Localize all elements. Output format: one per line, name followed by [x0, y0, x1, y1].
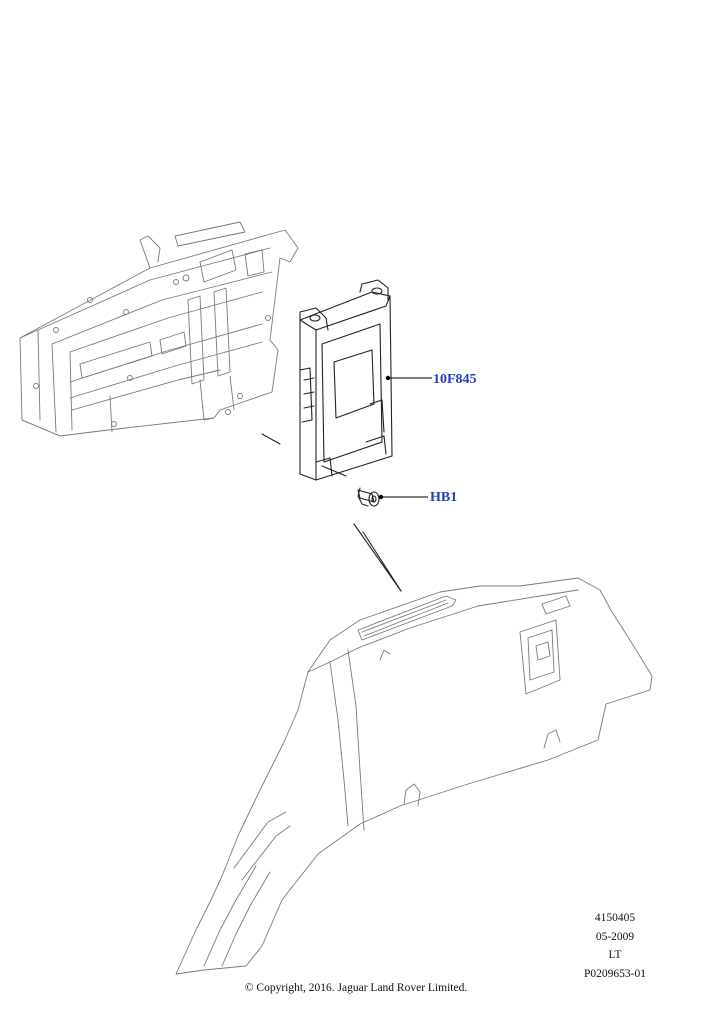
alignment-dash-2	[321, 465, 347, 477]
leader-dot-HB1	[378, 494, 384, 500]
copyright-notice: © Copyright, 2016. Jaguar Land Rover Lim…	[244, 982, 468, 994]
install-arrow	[353, 523, 402, 592]
screw-HB1[interactable]	[357, 487, 380, 507]
reference-illustration-id: P0209653-01	[584, 967, 646, 980]
callout-HB1[interactable]: HB1	[430, 490, 458, 505]
control-module-10F845[interactable]	[299, 279, 393, 481]
quarter-trim-panel	[175, 577, 653, 975]
reference-date: 05-2009	[595, 930, 635, 943]
reference-model: LT	[608, 949, 622, 961]
reference-number: 4150405	[594, 912, 636, 924]
reference-block: 4150405 05-2009 LT P0209653-01	[584, 909, 646, 983]
leader-dot-10F845	[385, 375, 391, 381]
alignment-dash	[261, 433, 281, 445]
mounting-bracket	[19, 221, 299, 437]
callout-10F845[interactable]: 10F845	[433, 372, 477, 387]
